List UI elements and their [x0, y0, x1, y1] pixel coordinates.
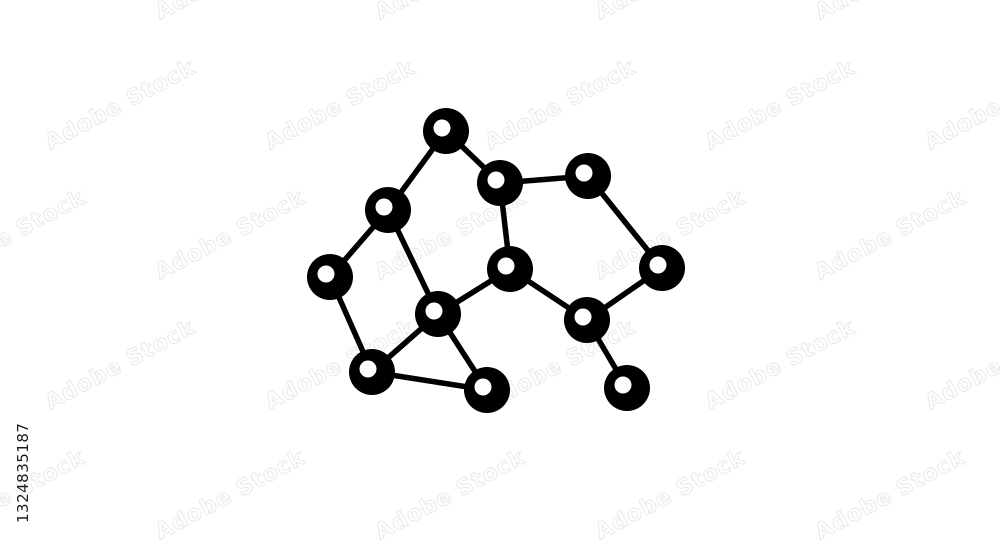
node-highlight [614, 376, 632, 394]
node-n4 [565, 153, 611, 199]
stock-id-text: 1324835187 [14, 423, 32, 523]
node-n6 [639, 245, 685, 291]
node-n5 [487, 246, 533, 292]
node-group [307, 108, 685, 413]
node-highlight [474, 378, 492, 396]
node-n10 [307, 254, 353, 300]
node-highlight [649, 256, 667, 274]
stock-id-label: 1324835187 [14, 423, 32, 523]
node-n7 [564, 297, 610, 343]
node-n8 [604, 365, 650, 411]
node-n9 [349, 349, 395, 395]
node-highlight [425, 302, 443, 320]
node-n2 [365, 187, 411, 233]
node-highlight [497, 257, 515, 275]
node-highlight [317, 265, 335, 283]
node-n12 [464, 367, 510, 413]
node-highlight [359, 360, 377, 378]
node-n3 [477, 160, 523, 206]
node-highlight [487, 171, 505, 189]
node-highlight [433, 119, 451, 137]
node-highlight [575, 164, 593, 182]
node-highlight [574, 308, 592, 326]
node-n1 [423, 108, 469, 154]
node-n11 [415, 291, 461, 337]
node-highlight [375, 198, 393, 216]
